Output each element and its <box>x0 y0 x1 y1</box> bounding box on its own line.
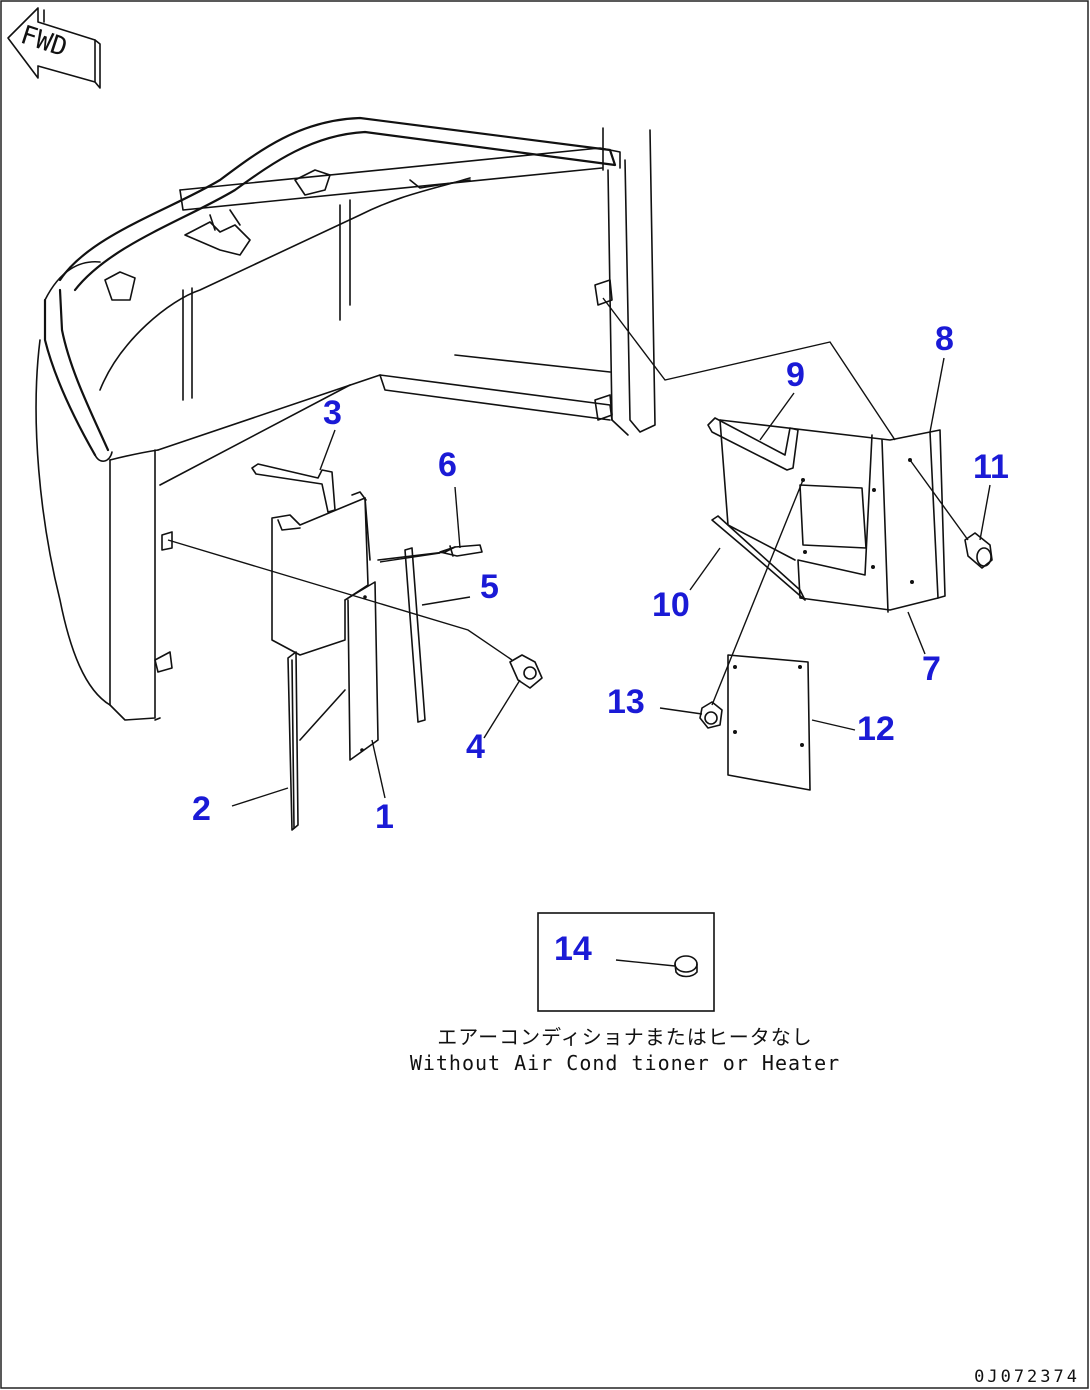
callout-13: 13 <box>607 683 645 721</box>
callout-leaders <box>231 357 991 807</box>
callout-8: 8 <box>935 320 954 358</box>
callout-4: 4 <box>466 728 485 766</box>
part-1-panel <box>271 491 379 761</box>
callout-2: 2 <box>192 790 211 828</box>
leader-part-14 <box>615 959 676 967</box>
part-7-panel <box>719 419 946 613</box>
part-9-strip <box>707 417 799 471</box>
part-12-plate <box>727 654 811 791</box>
part-14-plug <box>674 955 698 978</box>
callout-6: 6 <box>438 446 457 484</box>
callout-3: 3 <box>323 394 342 432</box>
leader-part-6 <box>379 552 441 563</box>
part-3-bracket <box>251 463 336 513</box>
fwd-arrow-icon: FWD <box>7 7 101 89</box>
leader-part-4-to-frame <box>167 539 513 661</box>
part-2-strip <box>287 651 299 831</box>
cab-frame <box>35 116 656 721</box>
callout-5: 5 <box>480 568 499 606</box>
callout-10: 10 <box>652 586 690 624</box>
leader-part-13 <box>711 479 804 706</box>
inset-caption-jp: エアーコンディショナまたはヒータなし <box>437 1025 812 1049</box>
drawing-number: 0J072374 <box>974 1367 1080 1387</box>
callout-7: 7 <box>922 650 941 688</box>
part-10-strip <box>711 515 806 601</box>
inset-caption-en: Without Air Cond tioner or Heater <box>410 1051 840 1075</box>
callout-12: 12 <box>857 710 895 748</box>
callout-9: 9 <box>786 356 805 394</box>
leader-frame-to-part-8 <box>602 297 896 441</box>
callout-1: 1 <box>375 798 394 836</box>
leader-part-11 <box>909 459 969 541</box>
part-6-bolt <box>439 544 483 557</box>
part-11-knob <box>964 532 993 569</box>
part-5-plate <box>377 546 456 723</box>
callout-14: 14 <box>554 930 592 968</box>
inset-box <box>537 912 715 1012</box>
callout-labels: 1 2 3 4 5 6 7 8 9 10 11 12 13 14 <box>192 320 1009 968</box>
part-13-clip <box>699 701 723 729</box>
part-4-clip <box>509 654 543 689</box>
fwd-label: FWD <box>17 20 71 63</box>
callout-11: 11 <box>973 448 1009 486</box>
